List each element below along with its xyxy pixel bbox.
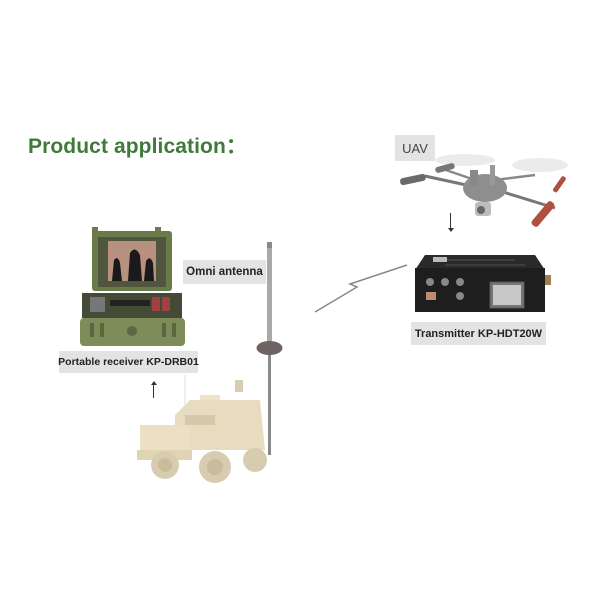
uav-label: UAV (395, 135, 435, 161)
omni-antenna-icon (256, 242, 283, 455)
up-arrow-icon (150, 381, 158, 398)
wireless-signal-bolt-icon (314, 264, 408, 313)
omni-antenna-label: Omni antenna (183, 260, 266, 284)
armored-vehicle-icon (137, 375, 267, 483)
portable-receiver-case-icon (80, 227, 185, 346)
transmitter-device-icon (415, 255, 551, 312)
page-title: Product application： (28, 135, 248, 158)
drone-icon (400, 154, 568, 227)
portable-receiver-label: Portable receiver KP-DRB01 (58, 351, 199, 373)
transmitter-label: Transmitter KP-HDT20W (411, 322, 546, 345)
down-arrow-icon (447, 213, 455, 232)
